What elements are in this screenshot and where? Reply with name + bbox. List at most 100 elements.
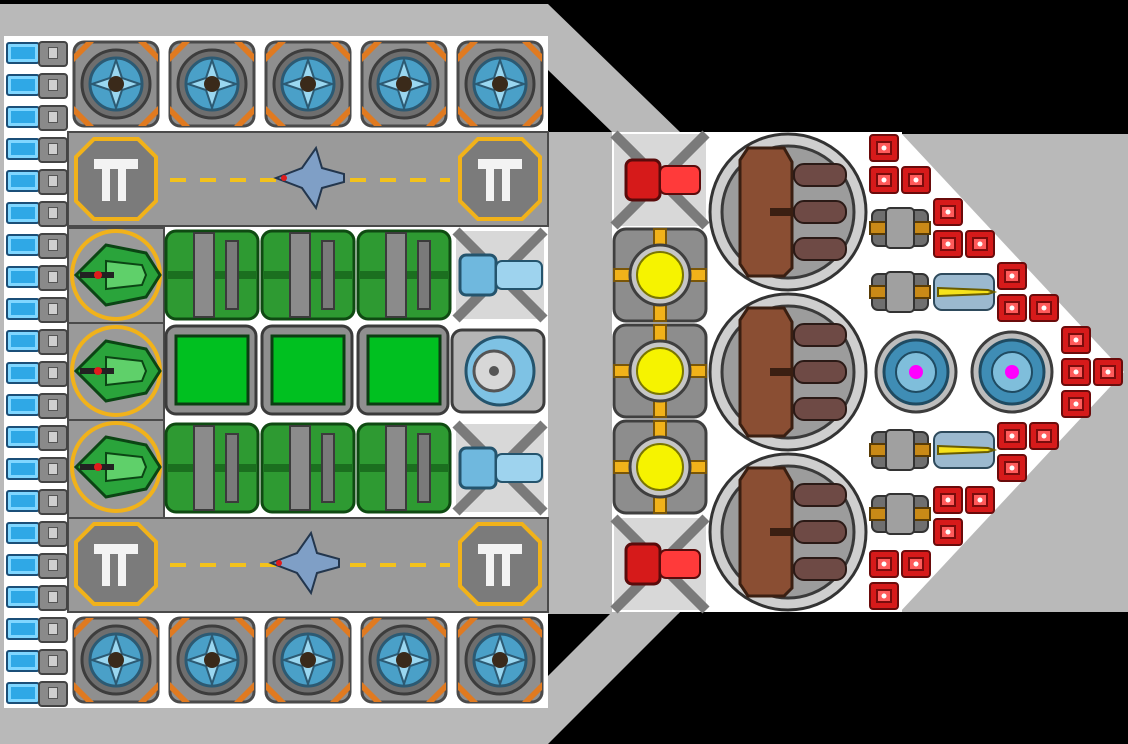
shield-icon[interactable] <box>874 330 958 414</box>
ammo-crate-icon <box>997 454 1027 482</box>
thruster-icon[interactable] <box>4 230 68 259</box>
thruster-icon[interactable] <box>4 358 68 387</box>
ammo-crate-icon <box>901 550 931 578</box>
fan-icon <box>168 40 256 128</box>
thruster-lamp <box>6 330 40 352</box>
thruster-lamp <box>6 202 40 224</box>
thruster-nozzle <box>38 265 68 291</box>
ammo-crate-icon <box>997 262 1027 290</box>
thruster-nozzle <box>38 681 68 707</box>
gatling-gun-icon[interactable] <box>869 207 931 249</box>
fan-icon <box>360 40 448 128</box>
gatling-gun-icon[interactable] <box>869 429 931 471</box>
ammo-crate-icon <box>965 486 995 514</box>
laser-mount-icon[interactable] <box>933 273 995 311</box>
laser-mount-icon[interactable] <box>933 431 995 469</box>
ammo-crate-icon <box>1061 326 1091 354</box>
thruster-lamp <box>6 298 40 320</box>
thruster-icon[interactable] <box>4 582 68 611</box>
ammo-crate-icon <box>869 166 899 194</box>
fan-icon <box>360 616 448 704</box>
sensor-dish-icon[interactable] <box>450 328 546 414</box>
fuel-tanks-lower <box>164 422 452 514</box>
thruster-icon[interactable] <box>4 198 68 227</box>
reactor-icon[interactable] <box>612 323 708 419</box>
thruster-nozzle <box>38 105 68 131</box>
thruster-nozzle <box>38 73 68 99</box>
fan-icon <box>168 616 256 704</box>
ammo-crate-icon <box>933 518 963 546</box>
thruster-icon[interactable] <box>4 422 68 451</box>
fan-row-top <box>72 40 544 128</box>
reactor-icon[interactable] <box>612 227 708 323</box>
fan-icon <box>456 616 544 704</box>
thruster-icon[interactable] <box>4 70 68 99</box>
thruster-icon[interactable] <box>4 294 68 323</box>
thruster-icon[interactable] <box>4 646 68 675</box>
ammo-crate-icon <box>1029 294 1059 322</box>
thruster-nozzle <box>38 457 68 483</box>
thruster-lamp <box>6 586 40 608</box>
thruster-icon[interactable] <box>4 486 68 515</box>
ammo-crate-icon <box>1061 358 1091 386</box>
thruster-icon[interactable] <box>4 102 68 131</box>
cargo-containers <box>164 324 450 416</box>
corner-turret-top[interactable] <box>610 130 710 230</box>
fuel-tanks-upper <box>164 229 452 321</box>
runway-bottom[interactable] <box>67 517 549 613</box>
thruster-nozzle <box>38 393 68 419</box>
ammo-crate-icon <box>869 550 899 578</box>
helipad-icon <box>458 137 542 221</box>
thruster-icon[interactable] <box>4 454 68 483</box>
thruster-lamp <box>6 426 40 448</box>
thruster-lamp <box>6 138 40 160</box>
ion-engine-icon[interactable] <box>456 231 544 319</box>
thruster-icon[interactable] <box>4 262 68 291</box>
hull-bevel-bottom <box>548 612 680 744</box>
thruster-nozzle <box>38 41 68 67</box>
thruster-icon[interactable] <box>4 134 68 163</box>
thruster-icon[interactable] <box>4 614 68 643</box>
thruster-lamp <box>6 74 40 96</box>
thruster-nozzle <box>38 617 68 643</box>
thruster-icon[interactable] <box>4 518 68 547</box>
ammo-crate-icon <box>1061 390 1091 418</box>
helipad-icon <box>74 522 158 606</box>
thruster-nozzle <box>38 489 68 515</box>
gatling-gun-icon[interactable] <box>869 493 931 535</box>
ammo-crate-icon <box>869 582 899 610</box>
fan-icon <box>72 40 160 128</box>
thruster-nozzle <box>38 233 68 259</box>
reactor-icon[interactable] <box>612 419 708 515</box>
heavy-cannon-icon[interactable] <box>708 452 868 612</box>
gatling-gun-icon[interactable] <box>869 271 931 313</box>
fuel-tank-icon <box>164 229 260 321</box>
fighter-bays[interactable] <box>67 227 165 519</box>
fuel-tank-icon <box>260 229 356 321</box>
heavy-cannon-icon[interactable] <box>708 132 868 292</box>
thruster-icon[interactable] <box>4 38 68 67</box>
runway-top[interactable] <box>67 131 549 227</box>
thruster-lamp <box>6 394 40 416</box>
thruster-lamp <box>6 170 40 192</box>
thruster-icon[interactable] <box>4 166 68 195</box>
helipad-icon <box>74 137 158 221</box>
thruster-icon[interactable] <box>4 678 68 707</box>
ion-engine-icon[interactable] <box>456 424 544 512</box>
fan-row-bottom <box>72 616 544 704</box>
shield-icon[interactable] <box>970 330 1054 414</box>
fuel-tank-icon <box>356 229 452 321</box>
heavy-cannon-icon[interactable] <box>708 292 868 452</box>
fuel-tank-icon <box>260 422 356 514</box>
corner-turret-bottom[interactable] <box>610 514 710 614</box>
thruster-icon[interactable] <box>4 326 68 355</box>
thruster-nozzle <box>38 169 68 195</box>
fan-icon <box>456 40 544 128</box>
thruster-icon[interactable] <box>4 550 68 579</box>
thruster-icon[interactable] <box>4 390 68 419</box>
thruster-nozzle <box>38 521 68 547</box>
thruster-nozzle <box>38 553 68 579</box>
thruster-lamp <box>6 42 40 64</box>
thruster-lamp <box>6 522 40 544</box>
